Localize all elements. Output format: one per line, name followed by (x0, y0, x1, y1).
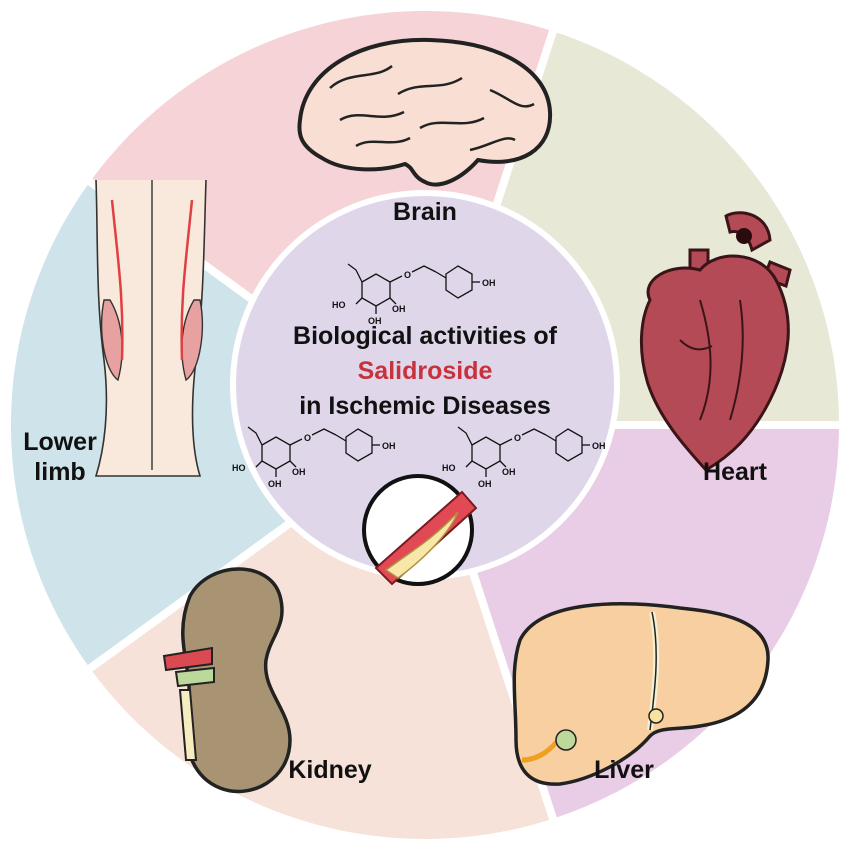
molecule-left: HO OH OH O OH (232, 426, 396, 489)
label-lower-line2: limb (34, 458, 85, 486)
molecule-top: HO OH OH O OH (332, 263, 496, 326)
molecule-right: HO OH OH O OH (442, 426, 606, 489)
label-lower-line1: Lower (23, 428, 97, 456)
brain-illustration (297, 37, 553, 187)
svg-text:HO: HO (442, 463, 456, 473)
svg-text:OH: OH (502, 467, 516, 477)
center-title-highlight: Salidroside (358, 357, 493, 385)
label-kidney: Kidney (288, 756, 371, 784)
heart-illustration (640, 211, 792, 472)
svg-text:O: O (514, 433, 521, 443)
center-title-line3: in Ischemic Diseases (299, 392, 551, 420)
svg-text:OH: OH (482, 278, 496, 288)
svg-text:OH: OH (478, 479, 492, 489)
center-title-line1: Biological activities of (293, 322, 558, 350)
svg-text:OH: OH (382, 441, 396, 451)
svg-text:HO: HO (232, 463, 246, 473)
svg-text:O: O (304, 433, 311, 443)
svg-text:OH: OH (592, 441, 606, 451)
vessel-lens (362, 474, 478, 586)
label-liver: Liver (594, 756, 654, 784)
liver-illustration (512, 602, 770, 786)
label-heart: Heart (703, 458, 768, 486)
kidney-illustration (162, 567, 292, 794)
svg-text:OH: OH (368, 316, 382, 326)
svg-text:OH: OH (292, 467, 306, 477)
label-brain: Brain (393, 198, 457, 226)
svg-text:OH: OH (268, 479, 282, 489)
lower-limb-illustration (94, 179, 207, 477)
svg-text:OH: OH (392, 304, 406, 314)
svg-text:HO: HO (332, 300, 346, 310)
svg-text:O: O (404, 270, 411, 280)
